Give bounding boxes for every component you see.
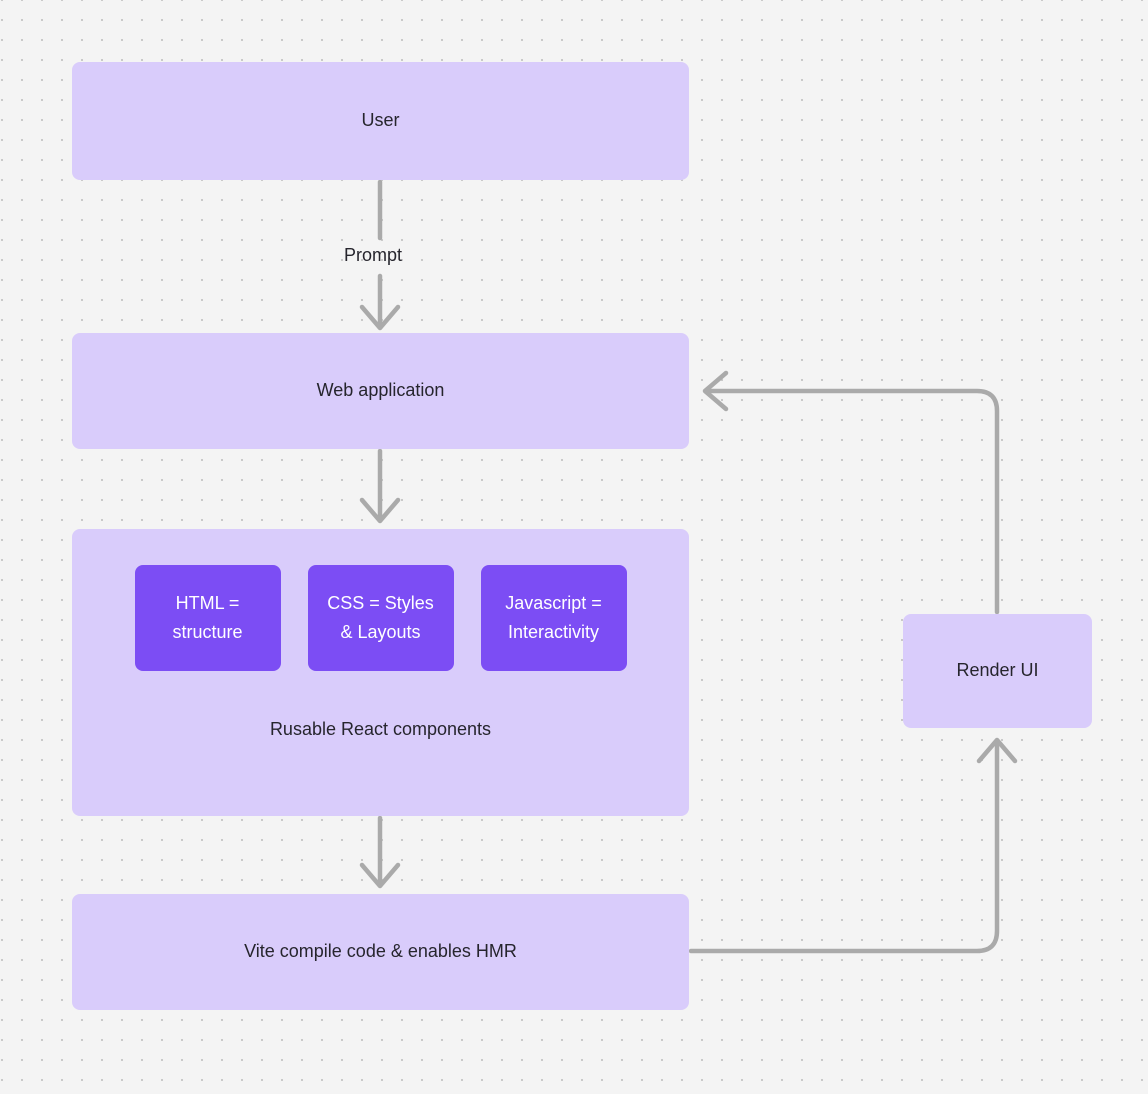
edge-render-to-webapp <box>706 388 1000 615</box>
node-user[interactable]: User <box>72 62 689 180</box>
subnode-css[interactable]: CSS = Styles & Layouts <box>307 565 454 671</box>
edge-prompt-arrowhead <box>359 304 401 331</box>
subnode-javascript[interactable]: Javascript = Interactivity <box>480 565 627 671</box>
node-react-components[interactable]: HTML = structure CSS = Styles & Layouts … <box>72 529 689 816</box>
node-render-ui[interactable]: Render UI <box>903 614 1092 728</box>
subnode-row: HTML = structure CSS = Styles & Layouts … <box>72 565 689 671</box>
edge-webapp-arrowhead <box>359 497 401 524</box>
edge-render-arrowhead <box>702 370 729 412</box>
edge-components-arrowhead <box>359 862 401 889</box>
react-components-caption: Rusable React components <box>269 719 492 739</box>
edge-label-prompt: Prompt <box>344 245 403 265</box>
node-web-application[interactable]: Web application <box>72 333 689 449</box>
subnode-html[interactable]: HTML = structure <box>134 565 281 671</box>
edge-vite-arrowhead <box>976 737 1018 764</box>
node-vite[interactable]: Vite compile code & enables HMR <box>72 894 689 1010</box>
edge-vite-to-render <box>688 739 1000 954</box>
